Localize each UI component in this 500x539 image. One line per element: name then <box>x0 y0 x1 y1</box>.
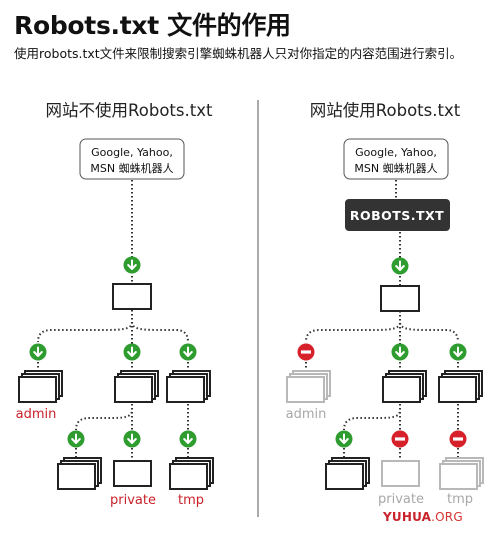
middle-folder-stack <box>382 370 427 403</box>
right-panel: 网站使用Robots.txt Google, Yahoo, MSN 蜘蛛机器人 … <box>286 101 484 507</box>
allow-icon <box>179 430 197 448</box>
allow-icon <box>123 430 141 448</box>
allow-icon <box>335 430 353 448</box>
sub-folder-stack <box>57 457 102 490</box>
right-crawler-box <box>343 138 449 180</box>
deny-icon <box>391 430 409 448</box>
tmp-parent-folder-stack <box>438 370 483 403</box>
right-panel-heading: 网站使用Robots.txt <box>310 101 461 120</box>
root-folder-box <box>380 285 420 312</box>
left-admin-label: admin <box>16 407 57 422</box>
allow-icon <box>391 343 409 361</box>
robots-txt-box <box>345 199 450 231</box>
watermark-main: YUHUA <box>383 510 432 524</box>
sub-folder-stack <box>325 457 370 490</box>
left-folders <box>18 283 214 490</box>
allow-icon <box>67 430 85 448</box>
right-private-label: private <box>378 492 424 507</box>
left-private-label: private <box>110 493 156 508</box>
allow-icon <box>449 343 467 361</box>
left-crawler-line2: MSN 蜘蛛机器人 <box>90 161 173 175</box>
allow-icon <box>179 343 197 361</box>
private-folder-box-blocked <box>381 460 420 487</box>
left-panel-heading: 网站不使用Robots.txt <box>46 101 213 120</box>
allow-icon <box>123 343 141 361</box>
right-allow-icons <box>335 257 467 448</box>
page-subtitle: 使用robots.txt文件来限制搜索引擎蜘蛛机器人只对你指定的内容范围进行索引… <box>14 46 463 61</box>
tmp-folder-stack <box>169 457 214 490</box>
page-title: Robots.txt 文件的作用 <box>14 11 291 40</box>
private-folder-box <box>113 460 152 487</box>
right-connectors <box>305 180 459 460</box>
tmp-parent-folder-stack <box>166 370 211 403</box>
admin-folder-stack-blocked <box>286 370 331 403</box>
admin-folder-stack <box>18 370 63 403</box>
robots-txt-label: ROBOTS.TXT <box>350 208 444 223</box>
right-crawler-line1: Google, Yahoo, <box>355 146 437 159</box>
left-allow-icons <box>29 256 197 448</box>
left-crawler-box <box>79 138 185 180</box>
right-crawler-line2: MSN 蜘蛛机器人 <box>354 161 437 175</box>
allow-icon <box>29 343 47 361</box>
left-connectors <box>37 180 189 460</box>
allow-icon <box>123 256 141 274</box>
middle-folder-stack <box>114 370 159 403</box>
tmp-folder-stack-blocked <box>439 457 484 490</box>
left-tmp-label: tmp <box>178 493 204 508</box>
root-folder-box <box>112 283 152 310</box>
allow-icon <box>391 257 409 275</box>
right-deny-icons <box>297 343 467 448</box>
right-folders <box>286 285 484 490</box>
deny-icon <box>297 343 315 361</box>
deny-icon <box>449 430 467 448</box>
watermark-suffix: .ORG <box>431 510 463 524</box>
right-tmp-label: tmp <box>447 492 473 507</box>
watermark: YUHUA.ORG <box>383 510 463 524</box>
left-crawler-line1: Google, Yahoo, <box>91 146 173 159</box>
right-admin-label: admin <box>286 407 327 422</box>
left-panel: 网站不使用Robots.txt Google, Yahoo, MSN 蜘蛛机器人 <box>16 101 214 508</box>
